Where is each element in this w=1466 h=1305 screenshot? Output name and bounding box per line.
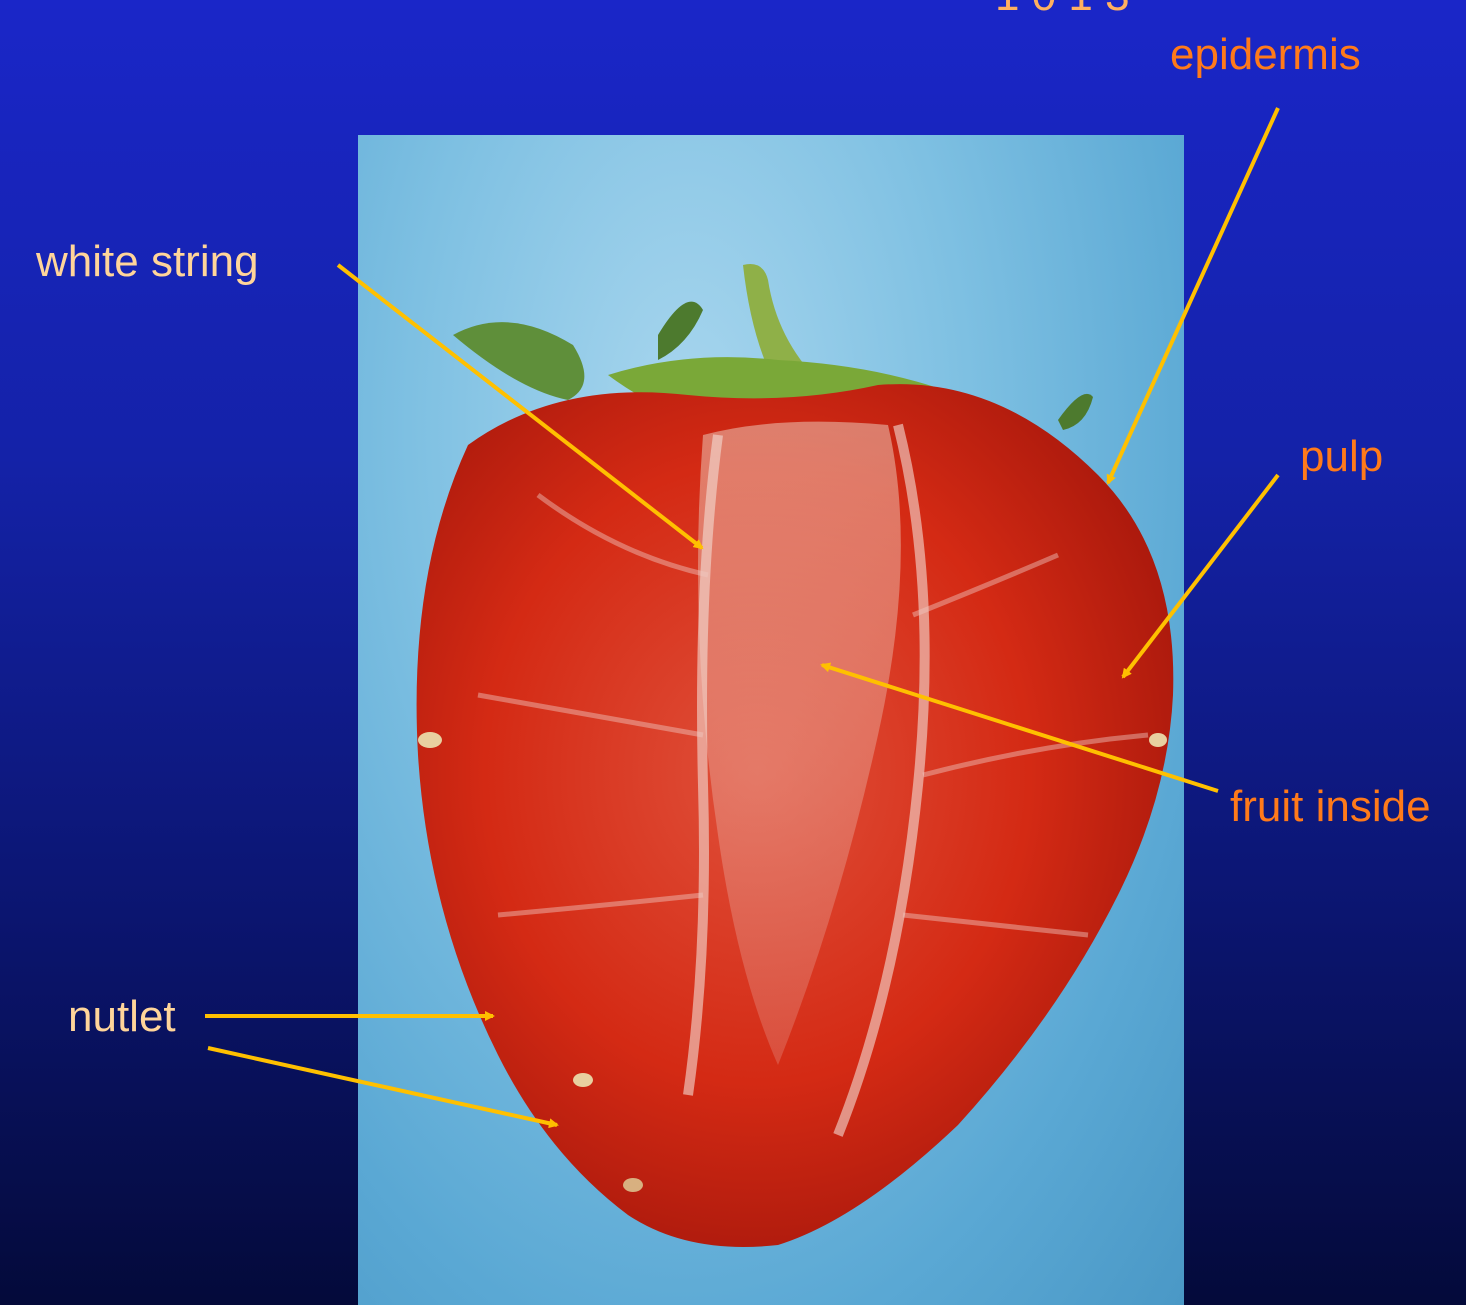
arrow-epidermis — [1108, 108, 1278, 483]
arrow-pulp — [1123, 475, 1278, 677]
label-nutlet: nutlet — [68, 995, 176, 1039]
label-white-string: white string — [36, 240, 259, 284]
arrow-nutlet-2 — [208, 1048, 557, 1125]
label-epidermis: epidermis — [1170, 33, 1361, 77]
arrow-fruit-inside — [822, 665, 1218, 791]
label-pulp: pulp — [1300, 435, 1383, 479]
arrow-white-string — [338, 265, 702, 548]
label-fruit-inside: fruit inside — [1230, 785, 1431, 829]
